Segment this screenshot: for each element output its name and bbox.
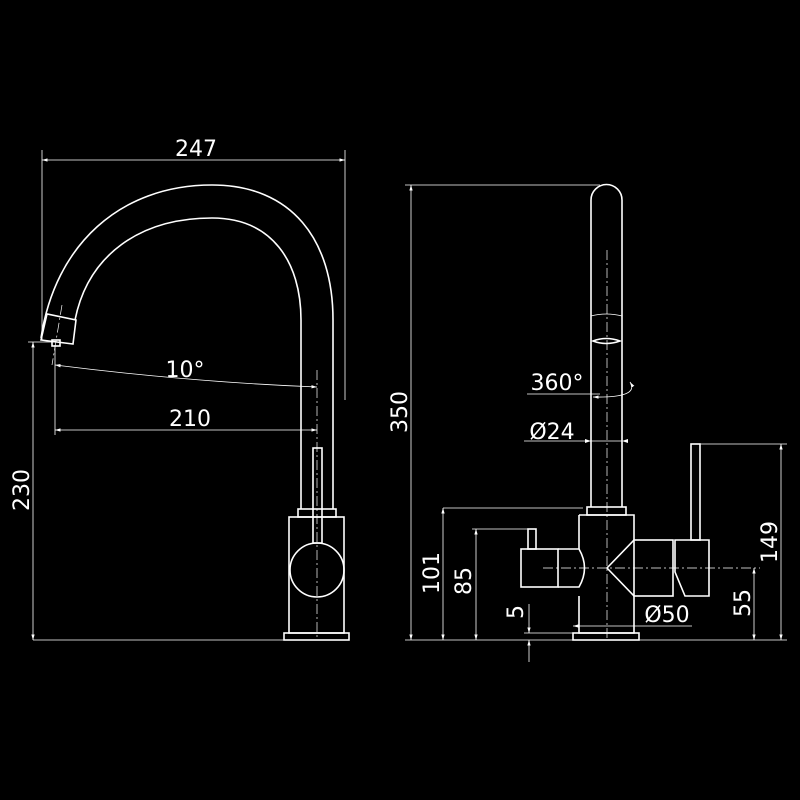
dim-50-label: Ø50 <box>644 603 689 628</box>
dim-149-label: 149 <box>758 521 783 563</box>
rotation-arrow <box>592 381 635 399</box>
dim-10deg-label: 10° <box>166 358 205 383</box>
spout-outer-curve <box>40 184 334 509</box>
front-view: 350 360° Ø24 101 85 5 Ø50 55 149 <box>388 183 787 662</box>
base-plate <box>283 632 350 641</box>
dim-arc-10deg <box>54 364 318 389</box>
dim-24-label: Ø24 <box>529 420 574 445</box>
dim-55-label: 55 <box>731 589 756 617</box>
dim-230-label: 230 <box>10 469 35 511</box>
lever-rod <box>690 443 701 541</box>
body <box>578 514 635 634</box>
body <box>288 516 345 634</box>
aerator <box>51 339 61 347</box>
dim-247-label: 247 <box>175 137 217 162</box>
collar <box>586 506 627 516</box>
lever-knob <box>289 542 345 598</box>
dim-101-label: 101 <box>420 552 445 594</box>
left-valve-knob <box>527 528 537 550</box>
spout-pipe <box>590 183 623 507</box>
lever-rod <box>312 447 323 544</box>
aerator-outlet <box>590 337 623 345</box>
dim-350-label: 350 <box>388 391 413 433</box>
dim-85-label: 85 <box>452 567 477 595</box>
spout-centerline <box>51 304 63 366</box>
dim-5-label: 5 <box>504 605 529 619</box>
spout-joint <box>590 313 623 317</box>
spout-tip <box>40 313 77 345</box>
lever-block <box>674 539 710 597</box>
dim-210-label: 210 <box>169 407 211 432</box>
spout-inner-curve <box>74 217 302 509</box>
side-view: 247 10° 210 230 <box>10 137 350 641</box>
base-plate <box>572 632 640 641</box>
dim-360-label: 360° <box>531 371 584 396</box>
